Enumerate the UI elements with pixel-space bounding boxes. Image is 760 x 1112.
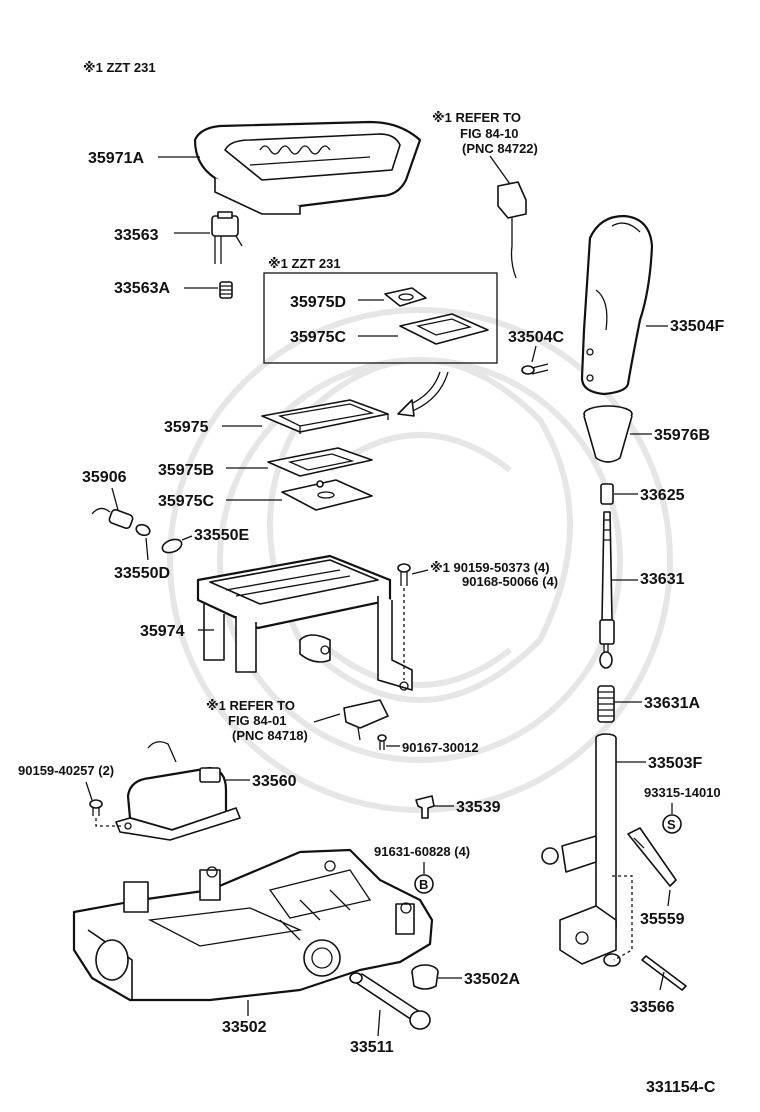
label-33550D: 33550D (114, 565, 170, 582)
part-35971A-bezel[interactable] (193, 120, 422, 215)
label-33563A: 33563A (114, 280, 170, 297)
label-35906: 35906 (82, 469, 127, 486)
label-35975: 35975 (164, 419, 209, 436)
label-33550E: 33550E (194, 527, 249, 544)
label-35559: 35559 (640, 911, 685, 928)
label-33560: 33560 (252, 773, 297, 790)
part-90167-30012-screw[interactable] (377, 734, 387, 750)
marker-s: S (667, 817, 676, 832)
ref-mid-line3: (PNC 84718) (232, 728, 308, 743)
part-ref-84718-switch[interactable] (343, 699, 389, 741)
diagram-code: 331154-C (646, 1079, 716, 1096)
part-35974-housing[interactable] (196, 554, 413, 691)
label-35975D: 35975D (290, 294, 346, 311)
label-90159-40257: 90159-40257 (2) (18, 763, 114, 778)
ref-top-line3: (PNC 84722) (462, 141, 538, 156)
leader-90159-50373 (411, 569, 429, 575)
leader-35559 (667, 889, 671, 907)
direction-arrow (397, 371, 449, 417)
part-33503F-lever[interactable] (541, 733, 621, 967)
part-33502A-grommet[interactable] (411, 964, 439, 990)
leader-33550D (145, 537, 149, 561)
marker-b-circle (414, 874, 434, 894)
part-33560-bracket[interactable] (115, 741, 241, 841)
part-33550E-cap[interactable] (161, 537, 184, 555)
leader-90159-40257 (85, 781, 93, 801)
part-33502-base[interactable] (72, 848, 434, 1002)
part-33631-rod[interactable] (599, 511, 615, 669)
header-note: ※1 ZZT 231 (83, 60, 156, 75)
part-90159-40257-screw[interactable] (89, 799, 103, 816)
label-91631-60828: 91631-60828 (4) (374, 844, 470, 859)
label-33504C: 33504C (508, 329, 564, 346)
part-33539-clip[interactable] (415, 795, 435, 819)
label-33502A: 33502A (464, 971, 520, 988)
label-90167-30012: 90167-30012 (402, 740, 479, 755)
part-33504C-screw[interactable] (521, 363, 549, 375)
ref-top-line2: FIG 84-10 (460, 126, 519, 141)
part-33625-bushing[interactable] (600, 483, 614, 505)
part-90159-50373-screw[interactable] (397, 563, 411, 586)
leader-33511 (377, 1009, 381, 1037)
label-33511: 33511 (350, 1039, 394, 1056)
label-35975C-plate: 35975C (158, 493, 214, 510)
label-35975C-box: 35975C (290, 329, 346, 346)
label-93315-14010: 93315-14010 (644, 785, 721, 800)
leader-ref-top (489, 155, 511, 185)
part-35975D[interactable] (384, 287, 427, 307)
marker-b: B (419, 877, 428, 892)
ref-top-line1: ※1 REFER TO (432, 110, 521, 125)
label-33631: 33631 (640, 571, 685, 588)
leader-33566 (659, 971, 665, 991)
label-33539: 33539 (456, 799, 501, 816)
label-33503F: 33503F (648, 755, 702, 772)
ref-mid-line1: ※1 REFER TO (206, 698, 295, 713)
part-33511-pin[interactable] (349, 972, 431, 1030)
part-33631A-spring[interactable] (597, 685, 615, 723)
part-35975-plate[interactable] (261, 399, 389, 434)
part-33563A-spring[interactable] (219, 281, 233, 299)
part-35975C-box[interactable] (399, 313, 489, 345)
label-35971A: 35971A (88, 150, 144, 167)
label-90168-50066: 90168-50066 (4) (462, 574, 558, 589)
leader-33504C (531, 345, 537, 363)
dash-35559 (612, 875, 633, 961)
label-33566: 33566 (630, 999, 675, 1016)
part-35975C-plate[interactable] (281, 479, 373, 511)
variant-box (263, 272, 498, 364)
ref-mid-line2: FIG 84-01 (228, 713, 287, 728)
label-33504F: 33504F (670, 318, 724, 335)
part-ref-84722-switch[interactable] (497, 181, 527, 279)
leader-33550E (181, 535, 193, 541)
leader-35906 (111, 487, 119, 511)
label-33625: 33625 (640, 487, 685, 504)
part-35906-socket[interactable] (91, 507, 151, 537)
marker-s-circle (662, 814, 682, 834)
part-35975B-plate[interactable] (267, 447, 373, 477)
dash-90159-40257 (95, 818, 124, 827)
leader-ref-mid (313, 713, 341, 723)
label-33563: 33563 (114, 227, 159, 244)
part-35976B-boot[interactable] (583, 405, 633, 463)
label-35976B: 35976B (654, 427, 710, 444)
box-note: ※1 ZZT 231 (268, 256, 341, 271)
part-35559-spring[interactable] (627, 827, 677, 887)
part-33504F-knob[interactable] (580, 214, 654, 396)
part-33563[interactable] (211, 211, 243, 264)
label-33502: 33502 (222, 1019, 267, 1036)
label-35975B: 35975B (158, 462, 214, 479)
label-90159-50373: ※1 90159-50373 (4) (430, 560, 550, 575)
label-35974: 35974 (140, 623, 185, 640)
label-33631A: 33631A (644, 695, 700, 712)
watermark-emblem (167, 307, 673, 813)
